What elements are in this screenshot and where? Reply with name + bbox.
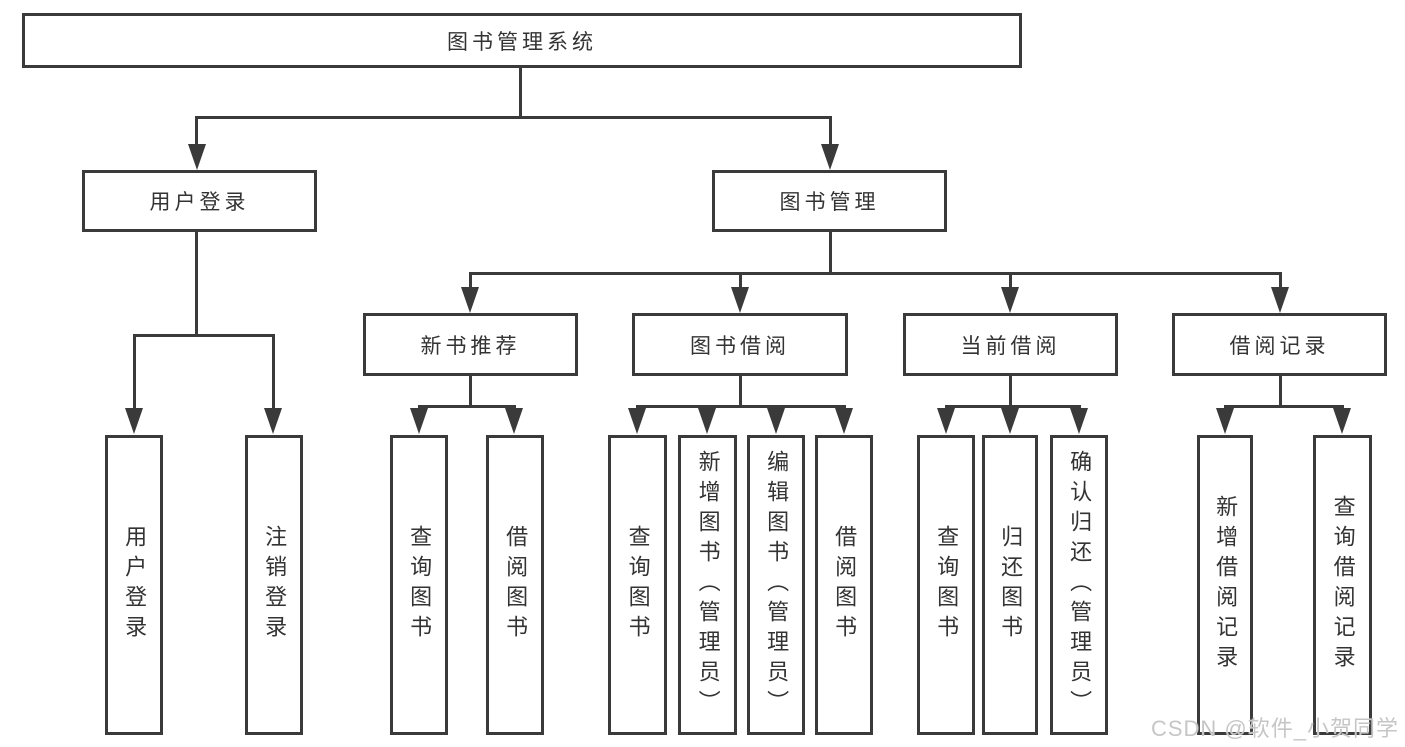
connector-line [945,405,1081,408]
leaf-label: 查询借阅记录 [1330,495,1356,675]
node-label: 图书借阅 [690,334,790,358]
node-label: 用户登录 [149,191,250,214]
leaf-borrow-books: 借阅图书 [815,435,873,735]
connector-line [829,116,832,145]
connector-line [1224,405,1344,408]
leaf-confirm-return-admin: 确认归还（管理员） [1050,435,1108,735]
connector-line [469,272,1282,275]
node-book-borrowing: 图书借阅 [632,313,848,376]
connector-line [636,405,846,408]
leaf-user-login: 用户登录 [105,435,163,735]
arrow-down-icon [1333,408,1351,434]
connector-line [469,272,472,290]
leaf-label: 编辑图书（管理员） [764,450,790,720]
connector-line [739,374,742,407]
arrow-down-icon [731,287,749,313]
node-borrowing-records: 借阅记录 [1172,313,1387,376]
connector-line [1279,374,1282,407]
arrow-down-icon [188,144,206,170]
leaf-label: 查询图书 [625,525,651,645]
connector-line [272,334,275,408]
node-new-book-recommendation: 新书推荐 [363,313,578,376]
arrow-down-icon [698,408,716,434]
leaf-label: 新增借阅记录 [1213,495,1239,675]
connector-line [195,230,198,337]
node-label: 图书管理 [779,191,880,214]
arrow-down-icon [1070,408,1088,434]
connector-line [519,68,522,119]
leaf-query-books-borrowing: 查询图书 [608,435,667,735]
arrow-down-icon [461,287,479,313]
node-book-management: 图书管理 [712,170,947,232]
arrow-down-icon [937,408,955,434]
connector-line [133,334,275,337]
node-user-login: 用户登录 [82,170,317,232]
leaf-label: 确认归还（管理员） [1067,450,1093,720]
node-label: 借阅记录 [1229,334,1330,358]
arrow-down-icon [410,408,428,434]
arrow-down-icon [264,408,282,434]
node-current-borrowing: 当前借阅 [903,313,1118,376]
leaf-add-books-admin: 新增图书（管理员） [678,435,737,735]
connector-line [133,334,136,408]
leaf-label: 归还图书 [998,525,1024,645]
arrow-down-icon [1271,287,1289,313]
leaf-label: 新增图书（管理员） [695,450,721,720]
arrow-down-icon [835,408,853,434]
arrow-down-icon [505,408,523,434]
node-label: 图书管理系统 [447,30,597,54]
leaf-query-books-recommend: 查询图书 [390,435,448,735]
connector-line [196,116,832,119]
connector-line [195,116,198,145]
node-library-management-system: 图书管理系统 [22,13,1022,68]
arrow-down-icon [628,408,646,434]
leaf-label: 查询图书 [934,525,960,645]
leaf-label: 查询图书 [407,525,433,645]
leaf-label: 注销登录 [262,525,288,645]
leaf-label: 用户登录 [122,525,148,645]
arrow-down-icon [1216,408,1234,434]
connector-line [1279,272,1282,290]
leaf-query-borrow-record: 查询借阅记录 [1313,435,1372,735]
node-label: 新书推荐 [420,334,521,358]
csdn-watermark: CSDN @软件_小贺同学 [1150,716,1399,741]
connector-line [1009,374,1012,407]
connector-line [739,272,742,290]
connector-line [469,374,472,407]
leaf-label: 借阅图书 [832,525,858,645]
node-label: 当前借阅 [960,334,1061,358]
leaf-query-books-current: 查询图书 [917,435,975,735]
arrow-down-icon [1001,287,1019,313]
connector-line [418,405,516,408]
connector-line [1009,272,1012,290]
leaf-return-books: 归还图书 [982,435,1038,735]
arrow-down-icon [821,144,839,170]
leaf-label: 借阅图书 [503,525,529,645]
arrow-down-icon [767,408,785,434]
leaf-edit-books-admin: 编辑图书（管理员） [747,435,805,735]
arrow-down-icon [125,408,143,434]
leaf-borrow-books-recommend: 借阅图书 [486,435,544,735]
arrow-down-icon [1001,408,1019,434]
connector-line [829,230,832,275]
leaf-logout: 注销登录 [245,435,303,735]
leaf-add-borrow-record: 新增借阅记录 [1197,435,1253,735]
